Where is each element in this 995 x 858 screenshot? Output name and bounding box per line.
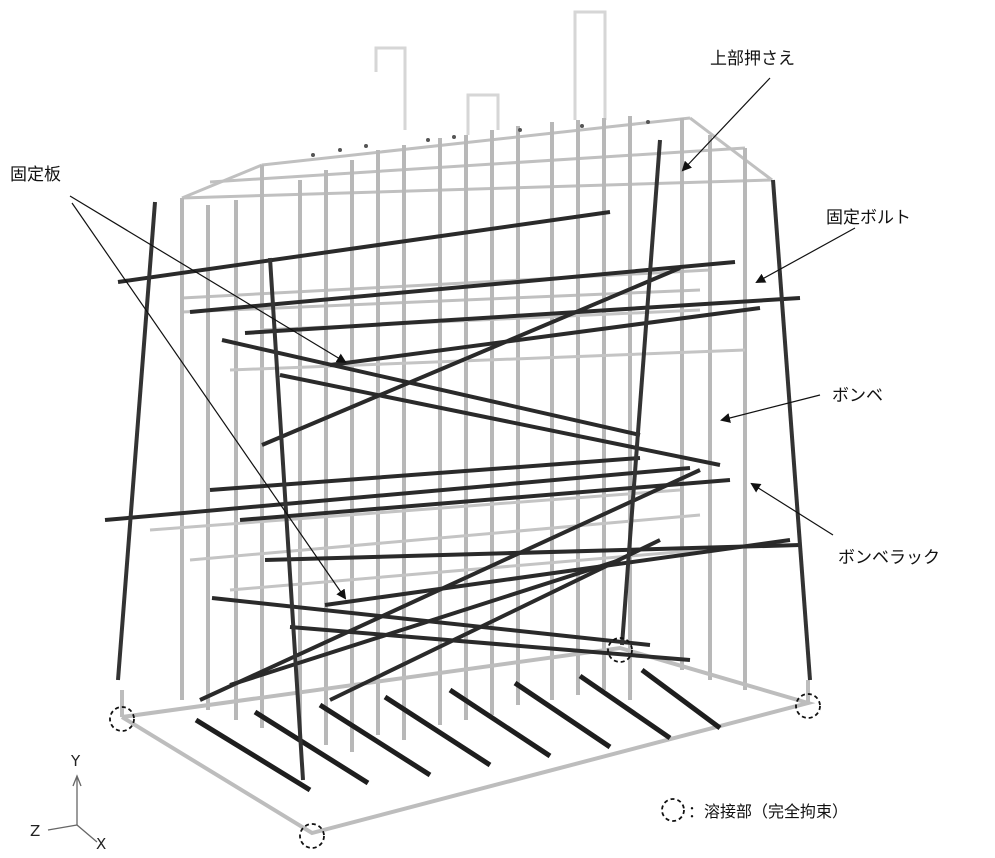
base-frame bbox=[120, 645, 816, 836]
axis-label-z: Z bbox=[30, 822, 41, 840]
base-bars bbox=[194, 667, 722, 793]
label-top-holder: 上部押さえ bbox=[710, 49, 795, 69]
side-posts bbox=[116, 139, 812, 781]
leader-fixing-plate-upper bbox=[69, 195, 347, 364]
leader-cylinder bbox=[720, 394, 821, 423]
coordinate-axes bbox=[47, 774, 98, 843]
legend-weld-text: ：溶接部（完全拘束） bbox=[688, 802, 849, 821]
weld-marker-back bbox=[607, 637, 633, 663]
label-cylinder-rack: ボンベラック bbox=[838, 548, 940, 568]
axis-label-y: Y bbox=[71, 752, 81, 770]
bolt-dots bbox=[311, 120, 650, 157]
label-fixing-plate: 固定板 bbox=[10, 165, 61, 185]
leader-fixing-bolt bbox=[755, 227, 856, 283]
weld-marker-right bbox=[795, 693, 821, 719]
fixing-plates bbox=[104, 210, 801, 702]
weld-markers bbox=[109, 637, 821, 849]
legend-weld-marker bbox=[661, 798, 685, 822]
weld-marker-front bbox=[299, 823, 325, 849]
top-brackets bbox=[374, 10, 607, 135]
label-fixing-bolt: 固定ボルト bbox=[826, 208, 911, 228]
leader-fixing-plate-lower bbox=[71, 202, 347, 600]
leader-top-holder bbox=[681, 77, 771, 172]
axis-label-x: X bbox=[96, 835, 107, 853]
leader-lines bbox=[69, 77, 856, 600]
cylinders bbox=[180, 116, 747, 752]
middle-grid bbox=[149, 308, 761, 592]
weld-marker-left bbox=[109, 706, 135, 732]
label-cylinder: ボンベ bbox=[832, 386, 883, 406]
leader-cylinder-rack bbox=[750, 482, 834, 536]
